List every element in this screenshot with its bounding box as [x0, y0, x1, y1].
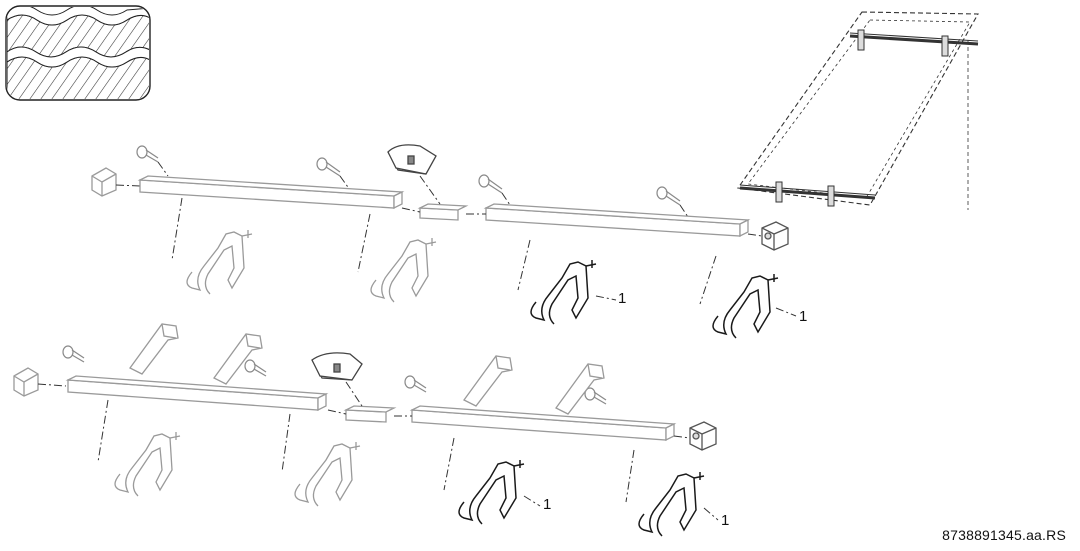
end-cap-left-top: [91, 167, 117, 197]
solar-collector-icon: [737, 11, 979, 210]
rail-top-right: [483, 203, 751, 238]
end-cap-right-bottom: [689, 421, 717, 451]
roof-hook-bottom-2: [294, 442, 361, 507]
screw-top-2: [316, 157, 341, 177]
roof-hook-bottom-1: [114, 432, 181, 497]
top-row-assembly: [91, 144, 797, 339]
screw-bottom-4: [584, 387, 607, 405]
cover-cap-top: [387, 144, 437, 175]
rail-connector-top: [417, 203, 469, 221]
end-cap-left-bottom: [13, 367, 39, 397]
screw-bottom-2: [244, 359, 267, 377]
roof-tile-icon: [5, 5, 151, 101]
document-number: 8738891345.aa.RS: [942, 527, 1066, 543]
rail-top-left: [137, 175, 405, 210]
cover-cap-bottom: [311, 352, 363, 381]
clamp-bottom-4: [555, 363, 605, 415]
callout-label-4: 1: [721, 512, 730, 529]
screw-top-3: [478, 174, 503, 194]
screw-bottom-1: [62, 345, 85, 363]
rail-connector-bottom: [343, 405, 397, 423]
clamp-bottom-3: [463, 355, 513, 407]
roof-hook-top-4: [712, 274, 779, 339]
screw-top-4: [656, 186, 681, 206]
clamp-bottom-1: [129, 323, 179, 375]
roof-hook-bottom-3: [458, 460, 525, 525]
roof-hook-top-2: [370, 238, 437, 303]
screw-bottom-3: [404, 375, 427, 393]
bottom-row-assembly: [13, 323, 719, 537]
callout-label-2: 1: [799, 308, 808, 325]
end-cap-right-top: [761, 221, 789, 251]
roof-hook-bottom-4: [638, 472, 705, 537]
clamp-bottom-2: [213, 333, 263, 385]
callout-label-1: 1: [618, 290, 627, 307]
screw-top-1: [136, 145, 159, 163]
roof-hook-top-3: [530, 260, 597, 325]
roof-hook-top-1: [186, 230, 253, 295]
rail-bottom-right: [409, 405, 677, 442]
callout-label-3: 1: [543, 496, 552, 513]
rail-bottom-left: [65, 375, 329, 412]
